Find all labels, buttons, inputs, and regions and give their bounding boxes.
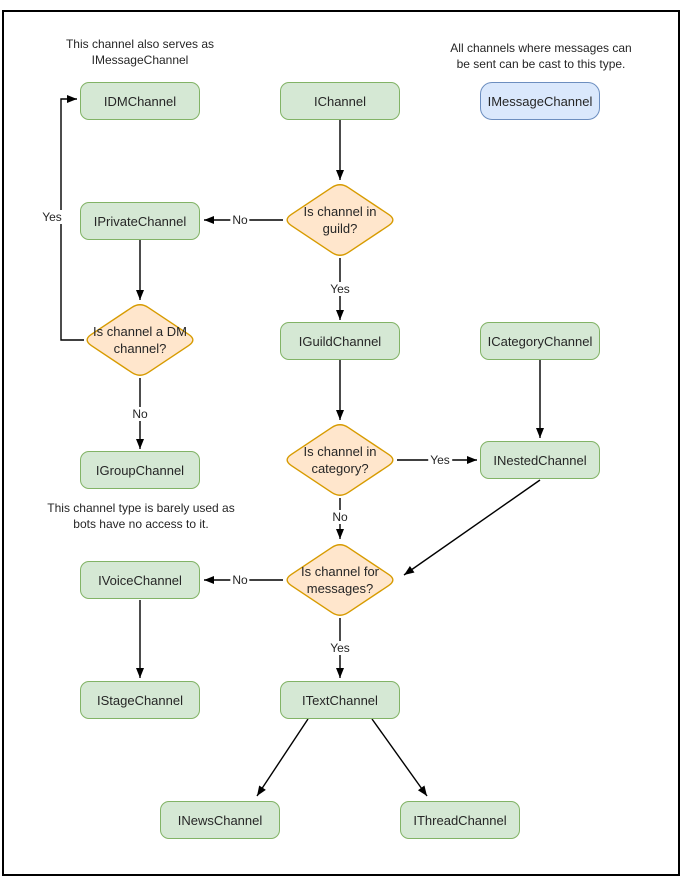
node-ivoicechannel: IVoiceChannel <box>80 561 200 599</box>
annotation-idmchannel-note: This channel also serves as IMessageChan… <box>65 37 215 67</box>
decision-label-is-channel-in-guild: Is channel in guild? <box>303 204 377 236</box>
node-iprivatechannel: IPrivateChannel <box>80 202 200 240</box>
annotation-igroupchannel-note: This channel type is barely used as bots… <box>47 501 235 531</box>
edge-label-dm-decision-no-to-igroupchannel: No <box>130 407 150 421</box>
decision-label-is-channel-a-dm-channel: Is channel a DM channel? <box>93 324 187 356</box>
node-ithreadchannel: IThreadChannel <box>400 801 520 839</box>
edge-label-guild-decision-yes-to-iguildchannel: Yes <box>328 282 352 296</box>
edge-itextchannel-to-ithreadchannel <box>371 718 428 797</box>
node-icategorychannel: ICategoryChannel <box>480 322 600 360</box>
edge-inestedchannel-to-messages-decision <box>403 479 541 576</box>
edge-label-dm-decision-yes-to-idmchannel: Yes <box>40 210 64 224</box>
node-istagechannel: IStageChannel <box>80 681 200 719</box>
edge-label-category-decision-yes-to-inestedchannel: Yes <box>428 453 452 467</box>
annotation-imessagechannel-note: All channels where messages can be sent … <box>450 41 632 71</box>
edge-label-messages-decision-no-to-ivoicechannel: No <box>230 573 250 587</box>
node-idmchannel: IDMChannel <box>80 82 200 120</box>
decision-is-channel-for-messages <box>286 544 394 616</box>
node-itextchannel: ITextChannel <box>280 681 400 719</box>
edge-label-guild-decision-no-to-iprivatechannel: No <box>230 213 250 227</box>
node-imessagechannel: IMessageChannel <box>480 82 600 120</box>
edge-label-category-decision-no-to-messages-decision: No <box>330 510 350 524</box>
edge-itextchannel-to-inewschannel <box>256 718 309 797</box>
node-ichannel: IChannel <box>280 82 400 120</box>
node-iguildchannel: IGuildChannel <box>280 322 400 360</box>
node-igroupchannel: IGroupChannel <box>80 451 200 489</box>
decision-label-is-channel-for-messages: Is channel for messages? <box>300 564 380 596</box>
node-inestedchannel: INestedChannel <box>480 441 600 479</box>
decision-is-channel-a-dm-channel <box>86 304 194 376</box>
decision-label-is-channel-in-category: Is channel in category? <box>303 444 377 476</box>
decision-is-channel-in-guild <box>286 184 394 256</box>
edge-label-messages-decision-yes-to-itextchannel: Yes <box>328 641 352 655</box>
decision-is-channel-in-category <box>286 424 394 496</box>
node-inewschannel: INewsChannel <box>160 801 280 839</box>
